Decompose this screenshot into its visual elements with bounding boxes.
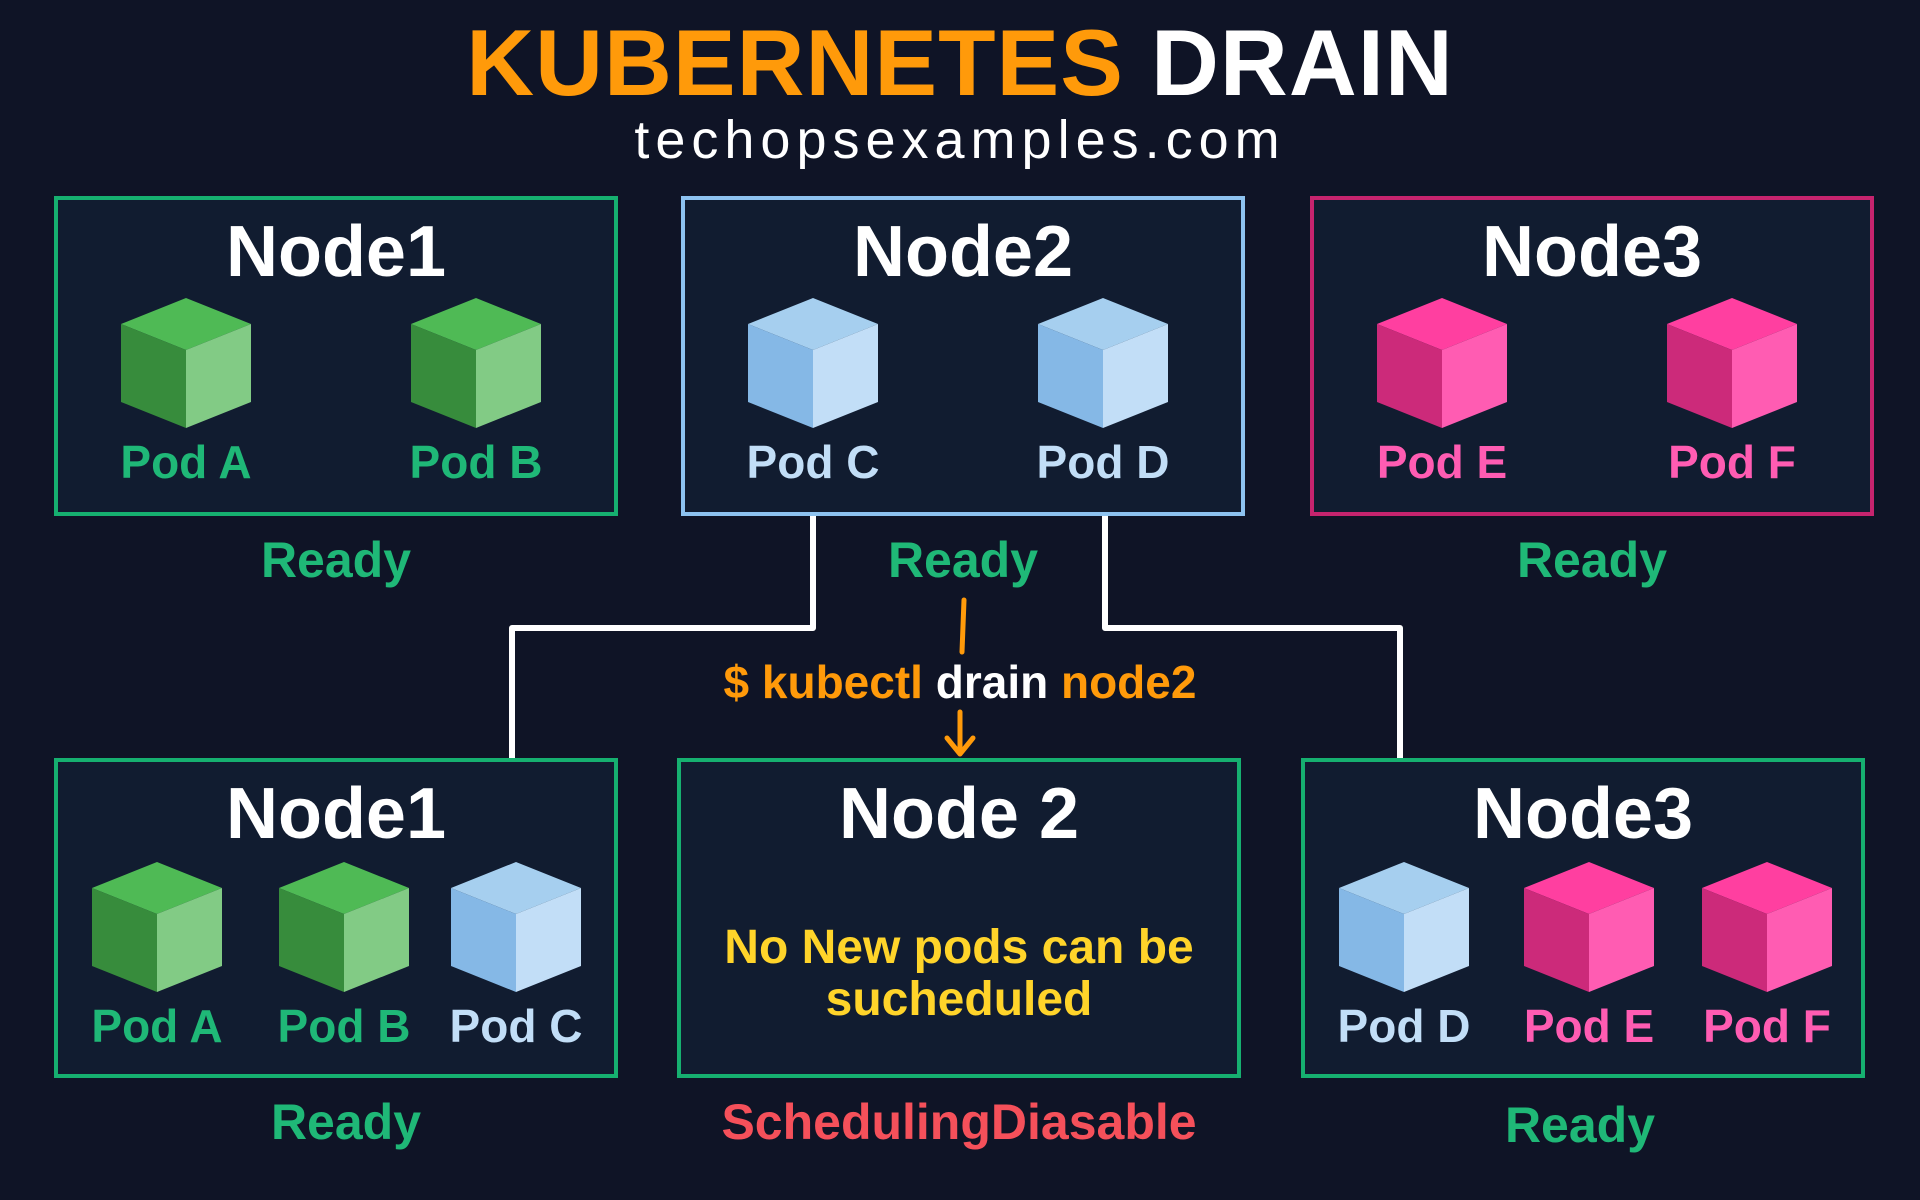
cube-icon: [1038, 298, 1168, 428]
pod-f: Pod F: [1657, 298, 1807, 498]
pod-f: Pod F: [1692, 862, 1842, 1062]
node3-before-box: Node3 Pod E Pod F: [1310, 196, 1874, 516]
node3-after-box: Node3 Pod D Pod E Pod F: [1301, 758, 1865, 1078]
cube-icon: [1524, 862, 1654, 992]
cube-icon: [1339, 862, 1469, 992]
cube-icon: [121, 298, 251, 428]
cube-icon: [279, 862, 409, 992]
cube-icon: [92, 862, 222, 992]
pod-e: Pod E: [1514, 862, 1664, 1062]
title-drain: DRAIN: [1151, 10, 1454, 115]
drain-arrow-top-line: [959, 597, 967, 655]
node2-after-status: SchedulingDiasable: [721, 1094, 1197, 1150]
cube-icon: [411, 298, 541, 428]
node-title: Node2: [852, 212, 1074, 292]
pod-label: Pod F: [1703, 1000, 1831, 1052]
node-title: Node1: [225, 212, 447, 292]
pod-label: Pod F: [1668, 436, 1796, 488]
command-target: node2: [1060, 656, 1197, 708]
pod-label: Pod D: [1036, 436, 1170, 488]
node-title: Node 2: [838, 774, 1080, 854]
node-title: Node3: [1481, 212, 1703, 292]
diagram-subtitle: techopsexamples.com: [634, 110, 1286, 170]
pod-label: Pod A: [91, 1000, 223, 1052]
pod-b: Pod B: [401, 298, 551, 498]
pod-c: Pod C: [441, 862, 591, 1062]
move-pod-c-line: [509, 500, 816, 848]
cube-icon: [451, 862, 581, 992]
drain-command: $ kubectl drain node2: [560, 652, 1360, 712]
cube-icon: [748, 298, 878, 428]
node2-before-box: Node2 Pod C Pod D: [681, 196, 1245, 516]
command-prefix: $ kubectl: [723, 656, 923, 708]
note-line: sucheduled: [825, 973, 1093, 1026]
pod-label: Pod C: [449, 1000, 583, 1052]
node-title: Node1: [225, 774, 447, 854]
pod-d: Pod D: [1329, 862, 1479, 1062]
pod-a: Pod A: [82, 862, 232, 1062]
cube-icon: [1702, 862, 1832, 992]
node1-before-box: Node1 Pod A Pod B: [54, 196, 618, 516]
move-pod-d-line: [1102, 500, 1403, 848]
node3-before-status: Ready: [1516, 532, 1668, 588]
pod-label: Pod D: [1337, 1000, 1471, 1052]
node2-after-box: Node 2 No New pods can be sucheduled: [677, 758, 1241, 1078]
cube-icon: [1377, 298, 1507, 428]
cube-icon: [1667, 298, 1797, 428]
pod-label: Pod A: [120, 436, 252, 488]
node1-after-box: Node1 Pod A Pod B Pod C: [54, 758, 618, 1078]
pod-label: Pod E: [1523, 1000, 1655, 1052]
diagram-title: KUBERNETES DRAIN: [0, 8, 1920, 118]
node-title: Node3: [1472, 774, 1694, 854]
pod-d: Pod D: [1028, 298, 1178, 498]
pod-label: Pod B: [277, 1000, 411, 1052]
note-line: No New pods can be: [724, 921, 1194, 974]
node3-after-status: Ready: [1504, 1097, 1656, 1153]
node1-before-status: Ready: [260, 532, 412, 588]
pod-b: Pod B: [269, 862, 419, 1062]
pod-e: Pod E: [1367, 298, 1517, 498]
pod-label: Pod B: [409, 436, 543, 488]
pod-c: Pod C: [738, 298, 888, 498]
pod-a: Pod A: [111, 298, 261, 498]
pod-label: Pod C: [746, 436, 880, 488]
scheduling-note: No New pods can be sucheduled: [681, 922, 1237, 1026]
node1-after-status: Ready: [270, 1094, 422, 1150]
title-kubernetes: KUBERNETES: [466, 10, 1124, 115]
node2-before-status: Ready: [887, 532, 1039, 588]
arrow-down-icon: [944, 735, 976, 757]
pod-label: Pod E: [1376, 436, 1508, 488]
command-verb: drain: [935, 656, 1049, 708]
